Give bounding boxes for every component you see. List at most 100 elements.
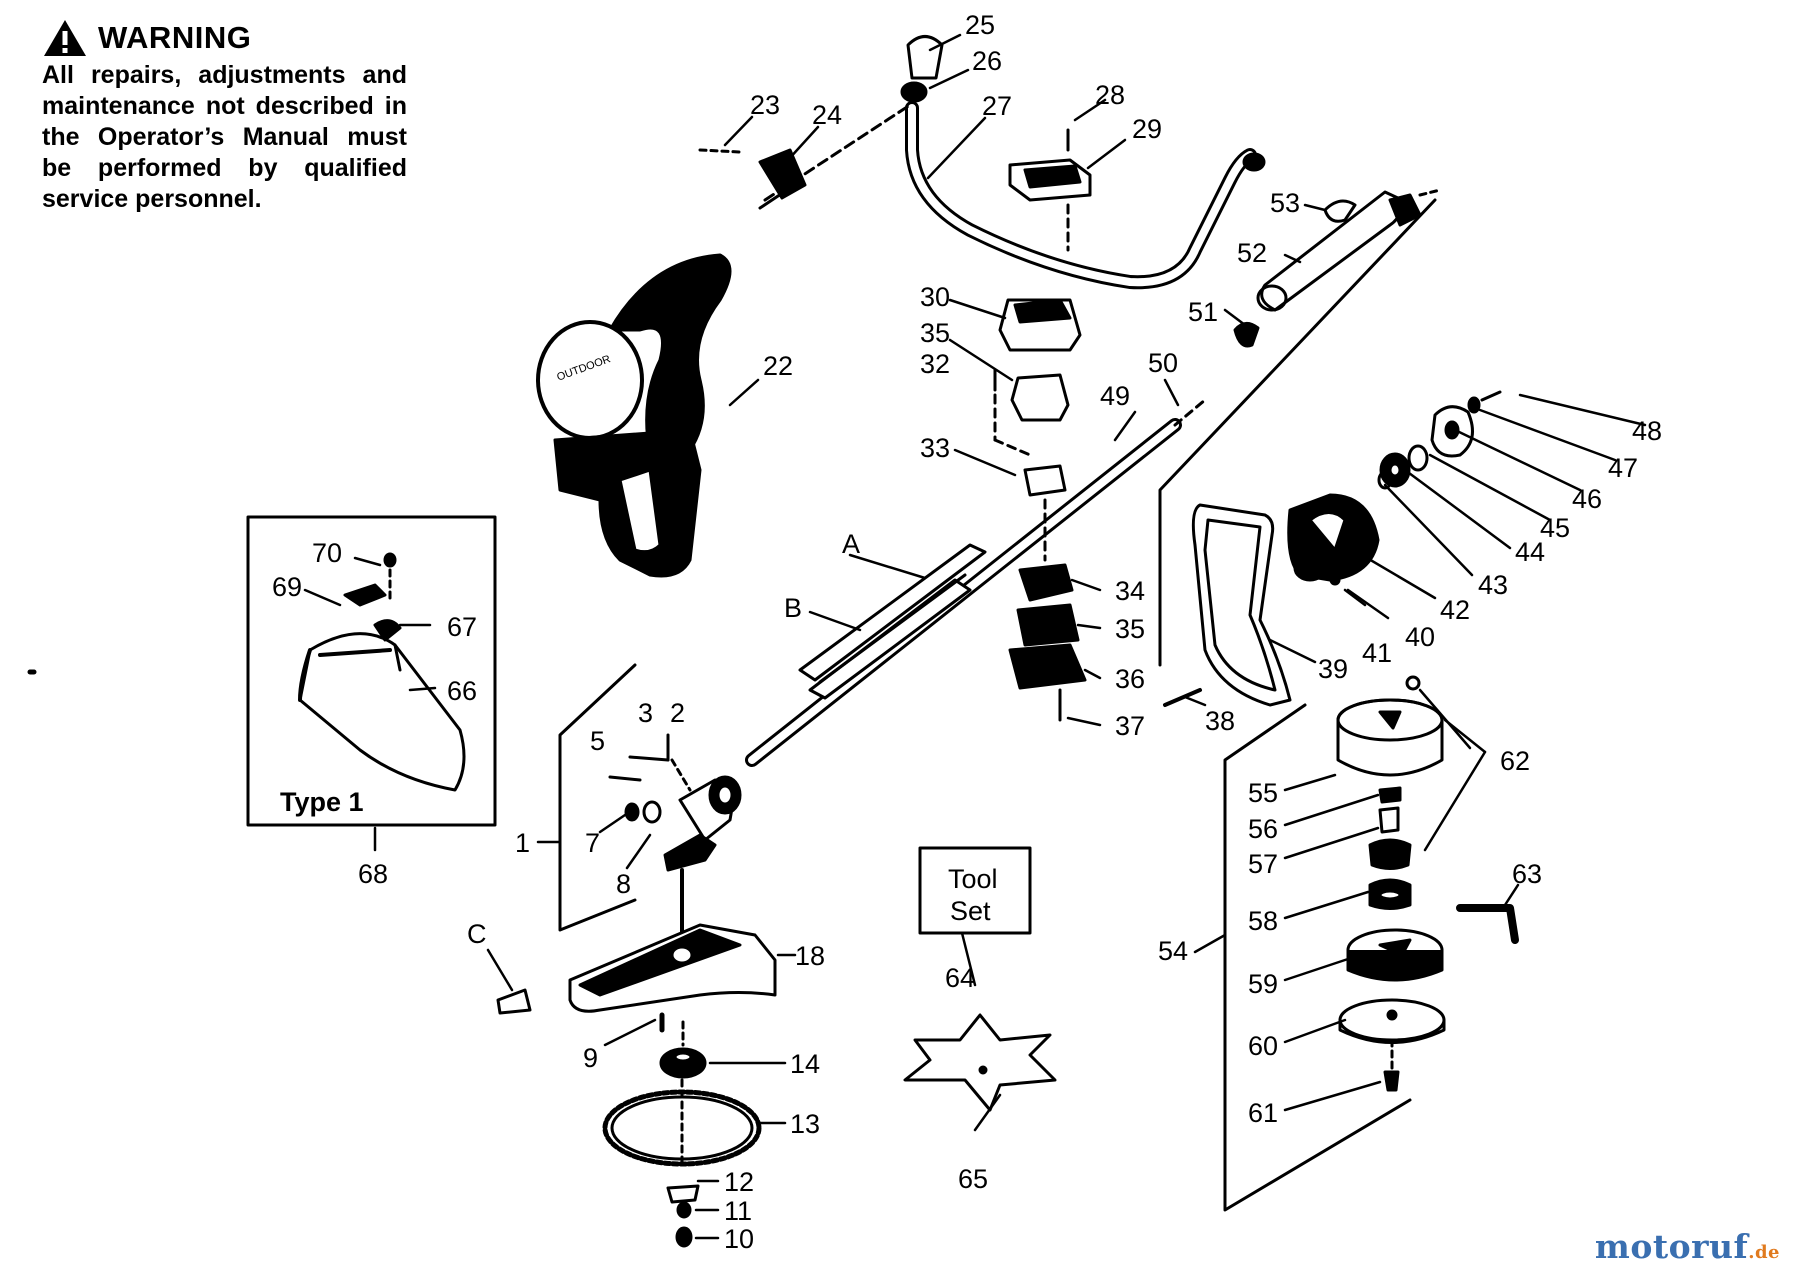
tool-set-box [918, 846, 1032, 935]
washer-stack-part [1377, 390, 1502, 490]
saw-blade-part [602, 1078, 762, 1167]
callout-label: 57 [1248, 849, 1278, 879]
callout-label: 10 [724, 1224, 754, 1254]
callout-label: 61 [1248, 1098, 1278, 1128]
callout-label: C [467, 919, 487, 949]
gear-housing-part [608, 733, 742, 942]
star-blade-part [903, 1013, 1057, 1112]
warning-triangle-icon [44, 20, 86, 56]
callout-label: 35 [1115, 614, 1145, 644]
callout-label: 29 [1132, 114, 1162, 144]
callout-label: 54 [1158, 936, 1188, 966]
brand-suffix: .de [1748, 1242, 1780, 1263]
shaft-strip-part [798, 543, 987, 700]
callout-label: 49 [1100, 381, 1130, 411]
callout-label: 7 [585, 828, 600, 858]
callout-label: 70 [312, 538, 342, 568]
callout-label: 23 [750, 90, 780, 120]
deflector-outline [558, 663, 637, 932]
callout-label: 50 [1148, 348, 1178, 378]
callout-label: 27 [982, 91, 1012, 121]
throttle-lever-part [698, 103, 912, 210]
callout-label: 22 [763, 351, 793, 381]
callout-label: 33 [920, 433, 950, 463]
callout-label: 2 [670, 698, 685, 728]
bolt-part [1163, 574, 1341, 707]
callout-label: B [784, 593, 802, 623]
callout-label: 12 [724, 1167, 754, 1197]
callout-label: 13 [790, 1109, 820, 1139]
tool-set-line1: Tool [948, 864, 998, 894]
callout-label: 18 [795, 941, 825, 971]
warning-title: WARNING [98, 20, 252, 55]
callout-label: 46 [1572, 484, 1602, 514]
trimmer-head-box-outline [1223, 703, 1412, 1212]
tool-set-line2: Set [950, 896, 991, 926]
shoulder-harness-part: OUTDOOR [536, 253, 732, 578]
callout-label: 58 [1248, 906, 1278, 936]
inset-box [246, 515, 497, 827]
callout-label: 5 [590, 726, 605, 756]
callout-label: 65 [958, 1164, 988, 1194]
brand-watermark: motoruf.de [1595, 1227, 1780, 1266]
callout-label: 11 [724, 1196, 752, 1226]
callout-label: 25 [965, 10, 995, 40]
callout-label: 26 [972, 46, 1002, 76]
callout-label: 14 [790, 1049, 820, 1079]
shaft-clamp-stack-part [993, 298, 1087, 722]
callout-label: 51 [1188, 297, 1218, 327]
callout-labels: 25 26 23 24 27 28 29 53 52 51 30 35 32 2… [272, 10, 1662, 1254]
warning-block: WARNING All repairs, adjustments and mai… [42, 18, 407, 215]
callout-label: 8 [616, 869, 631, 899]
callout-label: 48 [1632, 416, 1662, 446]
callout-label: 3 [638, 698, 653, 728]
trimmer-head-part [1336, 675, 1446, 1092]
callout-label: 63 [1512, 859, 1542, 889]
callout-label: 41 [1362, 638, 1392, 668]
callout-label: 37 [1115, 711, 1145, 741]
callout-label: A [842, 529, 860, 559]
callout-label: 66 [447, 676, 477, 706]
gearhead-part [1287, 493, 1380, 582]
callout-label: 24 [812, 100, 842, 130]
callout-label: 32 [920, 349, 950, 379]
callout-label: 35 [920, 318, 950, 348]
callout-label: 40 [1405, 622, 1435, 652]
callout-label: 38 [1205, 706, 1235, 736]
callout-label: 53 [1270, 188, 1300, 218]
hex-wrench-part [1456, 904, 1519, 944]
brand-name: motoruf [1594, 1227, 1749, 1266]
callout-label: 9 [583, 1043, 598, 1073]
callout-label: 59 [1248, 969, 1278, 999]
nut-stack-part [666, 1184, 700, 1248]
callout-label: 34 [1115, 576, 1145, 606]
callout-label: 45 [1540, 513, 1570, 543]
guard-frame-part [1191, 503, 1292, 707]
callout-label: 52 [1237, 238, 1267, 268]
callout-label: 62 [1500, 746, 1530, 776]
callout-label: 44 [1515, 537, 1545, 567]
callout-label: 67 [447, 612, 477, 642]
upper-tube-part [1233, 188, 1442, 348]
callout-label: 30 [920, 282, 950, 312]
blade-guard-part [568, 923, 777, 1013]
shield-part [298, 552, 466, 792]
callout-label: 39 [1318, 654, 1348, 684]
warning-text: All repairs, adjustments and maintenance… [42, 61, 407, 213]
handle-clamp-part [1008, 128, 1092, 252]
callout-label: 28 [1095, 80, 1125, 110]
callout-label: 56 [1248, 814, 1278, 844]
callout-label: 55 [1248, 778, 1278, 808]
warning-heading: WARNING [42, 18, 407, 58]
callout-label: 36 [1115, 664, 1145, 694]
engine-box-outline [1158, 198, 1437, 667]
leader-lines [27, 33, 1647, 1240]
hub-part [659, 1020, 707, 1079]
callout-label: 43 [1478, 570, 1508, 600]
callout-label: 42 [1440, 595, 1470, 625]
callout-label: 1 [515, 828, 530, 858]
callout-label: 69 [272, 572, 302, 602]
callout-label: 47 [1608, 453, 1638, 483]
